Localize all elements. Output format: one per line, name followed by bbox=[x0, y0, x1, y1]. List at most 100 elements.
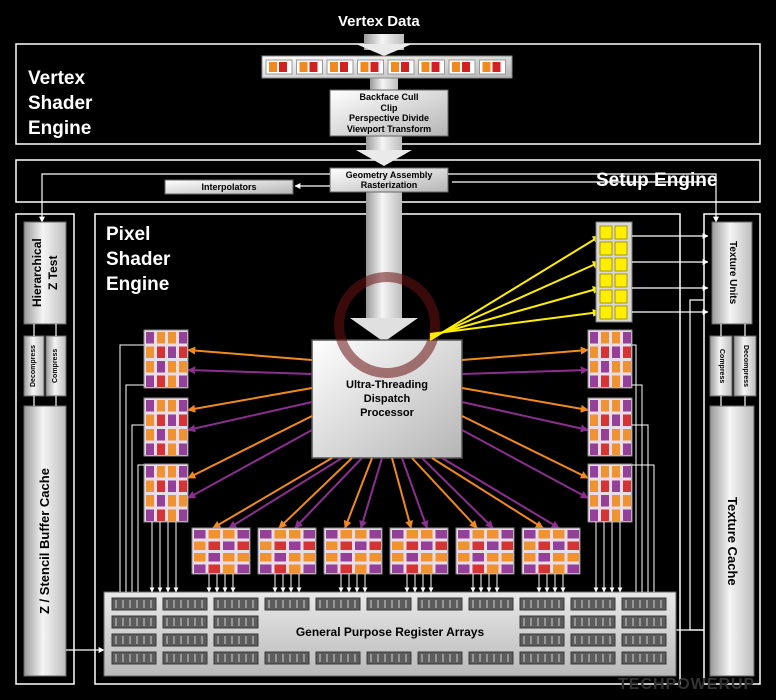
vertex-strip-mark bbox=[391, 62, 399, 72]
vertex-strip-mark bbox=[452, 62, 460, 72]
dispatch-arrow bbox=[461, 366, 589, 375]
shader-chip-cell bbox=[590, 414, 598, 426]
shader-chip-cell bbox=[487, 553, 499, 562]
shader-chip-cell bbox=[168, 332, 176, 344]
texture-fetch-cell bbox=[614, 257, 628, 272]
shader-chip-cell bbox=[567, 541, 579, 550]
shader-chip-cell bbox=[406, 564, 418, 573]
shader-chip-cell bbox=[553, 530, 565, 539]
shader-chip-cell bbox=[168, 443, 176, 455]
shader-chip-cell bbox=[421, 541, 433, 550]
shader-chip-cell bbox=[612, 375, 620, 387]
setup-stage-text: Geometry Assembly Rasterization bbox=[330, 170, 448, 190]
shader-chip-cell bbox=[168, 346, 176, 358]
vertex-strip-mark bbox=[421, 62, 430, 72]
vertex-strip-mark bbox=[299, 62, 308, 72]
shader-chip-cell bbox=[355, 564, 367, 573]
shader-chip-cell bbox=[567, 530, 579, 539]
texture-units-text: Texture Units bbox=[727, 241, 738, 305]
texture-fetch-cells bbox=[599, 225, 628, 320]
shader-chip-cell bbox=[179, 429, 187, 441]
shader-chip-cell bbox=[472, 541, 484, 550]
dispatch-arrow bbox=[461, 346, 589, 361]
register-cell bbox=[417, 597, 463, 611]
shader-chip-cell bbox=[623, 414, 631, 426]
dispatch-arrow bbox=[343, 457, 373, 529]
shader-chip-cell bbox=[435, 541, 447, 550]
texture-fetch-cell bbox=[599, 225, 613, 240]
texture-cache-box bbox=[709, 405, 755, 677]
shader-chip-cell bbox=[168, 414, 176, 426]
shader-chip-cell bbox=[553, 541, 565, 550]
shader-chip-cell bbox=[168, 466, 176, 478]
shader-chip-cell bbox=[157, 414, 165, 426]
shader-chip-cell bbox=[168, 400, 176, 412]
shader-chip-cell bbox=[623, 361, 631, 373]
shader-chip-cell bbox=[157, 466, 165, 478]
dispatch-arrow bbox=[187, 429, 313, 499]
shader-chip-cell bbox=[168, 480, 176, 492]
dispatch-processor-box bbox=[311, 339, 463, 459]
flow-arrow-mid bbox=[370, 78, 398, 92]
dispatch-arrow bbox=[187, 346, 313, 361]
shader-chip-cell bbox=[601, 443, 609, 455]
shader-chip-cell bbox=[194, 553, 206, 562]
flow-arrow-pixel-head bbox=[350, 318, 418, 342]
shader-chip-cell bbox=[458, 553, 470, 562]
shader-chip-cell bbox=[612, 414, 620, 426]
dispatch-arrow bbox=[187, 387, 313, 413]
shader-chip-cell bbox=[340, 541, 352, 550]
chip-wire bbox=[632, 424, 649, 592]
shader-chip-cell bbox=[237, 530, 249, 539]
shader-chip-cell bbox=[392, 564, 404, 573]
shader-chip-cell bbox=[553, 553, 565, 562]
shader-chip-cell bbox=[146, 509, 154, 521]
shader-chip-cell bbox=[612, 480, 620, 492]
register-cell bbox=[621, 651, 667, 665]
shader-chip-cell bbox=[340, 553, 352, 562]
shader-chip-cell bbox=[157, 346, 165, 358]
shader-chip-cell bbox=[340, 530, 352, 539]
shader-chip-cell bbox=[146, 346, 154, 358]
shader-chip-cell bbox=[179, 414, 187, 426]
dispatch-line-2: Dispatch bbox=[363, 393, 411, 405]
shader-chip-cell bbox=[623, 400, 631, 412]
vertex-shader-word-1: Vertex bbox=[28, 68, 86, 89]
shader-chip-cell bbox=[601, 466, 609, 478]
shader-chip-cell bbox=[501, 530, 513, 539]
shader-chip-cell bbox=[612, 509, 620, 521]
register-cell bbox=[570, 651, 616, 665]
texture-fetch-cell bbox=[599, 305, 613, 320]
shader-chip-cell bbox=[179, 375, 187, 387]
shader-chip-cell bbox=[146, 400, 154, 412]
register-cell bbox=[213, 597, 259, 611]
register-cell bbox=[315, 597, 361, 611]
shader-chip-cell bbox=[208, 530, 220, 539]
shader-chip-cell bbox=[538, 553, 550, 562]
shader-chip-cell bbox=[289, 541, 301, 550]
register-cell bbox=[162, 651, 208, 665]
vertex-shader-word-2: Shader bbox=[28, 93, 93, 114]
shader-chip-cell bbox=[289, 564, 301, 573]
shader-chip-cell bbox=[612, 332, 620, 344]
connector-lines bbox=[39, 173, 719, 223]
shader-chip-cell bbox=[501, 541, 513, 550]
vertex-strip-mark bbox=[279, 62, 287, 72]
shader-chip-cell bbox=[524, 530, 536, 539]
dispatch-line-3: Processor bbox=[360, 407, 414, 419]
clip-text: Clip bbox=[380, 102, 398, 113]
shader-chip-cell bbox=[179, 332, 187, 344]
dispatch-arrow bbox=[359, 457, 383, 529]
shader-chip-cell bbox=[237, 553, 249, 562]
shader-chip-cell bbox=[326, 541, 338, 550]
shader-chip-cell bbox=[223, 553, 235, 562]
shader-chip-cell bbox=[590, 400, 598, 412]
shader-chip-cell bbox=[601, 375, 609, 387]
shader-chip-cell bbox=[612, 429, 620, 441]
shader-chip-cell bbox=[355, 530, 367, 539]
shader-chip-cell bbox=[303, 564, 315, 573]
dispatch-line-1: Ultra-Threading bbox=[346, 379, 428, 391]
shader-chip-cell bbox=[487, 541, 499, 550]
